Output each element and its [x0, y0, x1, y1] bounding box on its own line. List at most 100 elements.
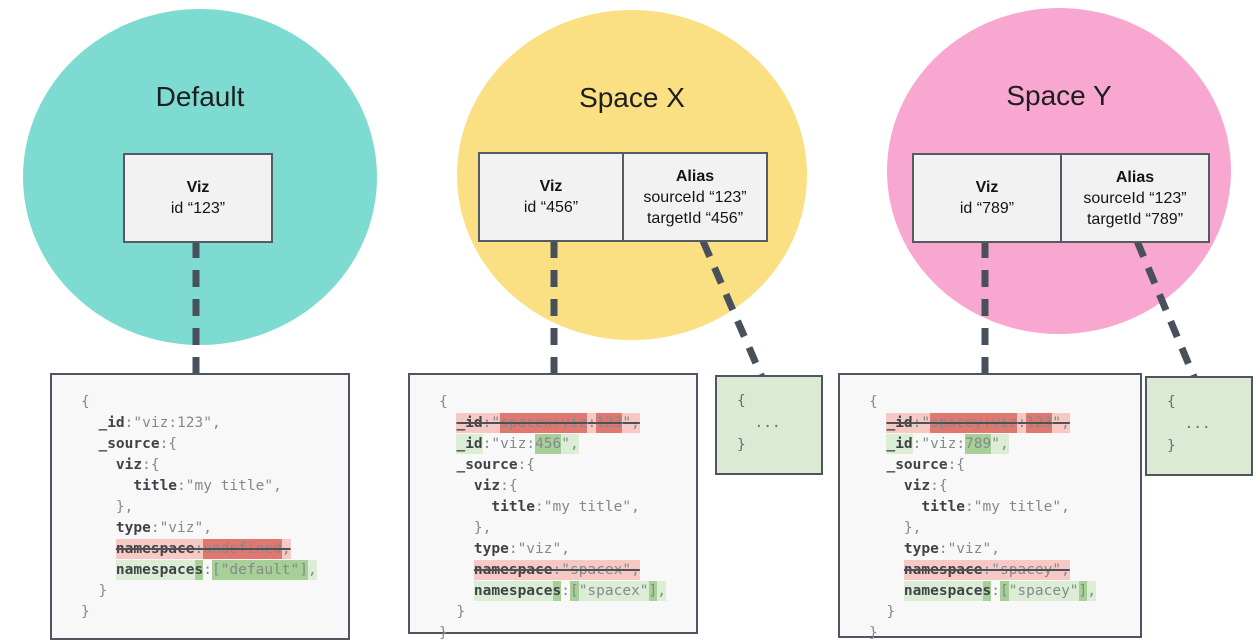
code-segment: [81, 541, 116, 557]
code-segment: :": [482, 413, 501, 433]
code-line: viz:{: [869, 476, 1140, 497]
code-segment: "viz",: [947, 541, 1000, 557]
code-segment: :: [194, 539, 204, 559]
code-line: _id:"viz:789",: [869, 434, 1140, 455]
ellipsis-line: ...: [737, 415, 781, 431]
connector-alias-space-y: [1133, 239, 1201, 386]
code-segment: [81, 520, 116, 536]
ellipsis-box-space-x: { ...}: [715, 375, 823, 475]
code-segment: s: [552, 581, 562, 601]
code-segment: viz: [115, 457, 143, 473]
code-segment: viz: [903, 478, 931, 494]
code-segment: _id: [456, 434, 483, 454]
code-line: {: [439, 392, 696, 413]
code-segment: ,: [1087, 581, 1097, 601]
entity-group-space-x: Viz id “456” Alias sourceId “123” target…: [478, 152, 768, 242]
entity-group-default: Viz id “123”: [123, 153, 273, 243]
code-line: namespace:undefined,: [81, 539, 348, 560]
code-segment: :": [912, 413, 931, 433]
code-segment: [869, 541, 904, 557]
code-segment: [869, 478, 904, 494]
code-segment: ]: [648, 581, 658, 601]
code-segment: {: [439, 394, 448, 410]
code-segment: :: [508, 541, 518, 557]
code-line: _source:{: [81, 434, 348, 455]
code-segment: "spacex": [578, 581, 649, 601]
code-line: },: [81, 497, 348, 518]
code-segment: }: [439, 604, 466, 620]
viz-box-default: Viz id “123”: [125, 155, 271, 241]
code-segment: title: [491, 499, 536, 515]
code-segment: "viz",: [159, 520, 212, 536]
code-segment: namespace: [903, 581, 983, 601]
code-segment: "my title",: [185, 478, 282, 494]
circle-title-space-x: Space X: [579, 82, 685, 113]
code-segment: [869, 415, 886, 431]
code-line: namespaces:["default"],: [81, 560, 348, 581]
code-segment: [869, 436, 886, 452]
code-line: },: [869, 518, 1140, 539]
code-line: }: [439, 623, 696, 642]
code-segment: {: [81, 394, 90, 410]
code-segment: :: [1017, 413, 1027, 433]
code-segment: :: [938, 541, 948, 557]
alias-box-space-y: Alias sourceId “123” targetId “789”: [1060, 155, 1208, 241]
code-segment: [: [999, 581, 1009, 601]
code-block-space-y: { _id:"spacey:viz:123", _id:"viz:789", _…: [838, 373, 1142, 641]
code-segment: type: [903, 541, 939, 557]
code-segment: type: [115, 520, 151, 536]
code-segment: :"viz:: [482, 436, 536, 452]
alias-box-title: Alias: [1115, 168, 1155, 186]
code-segment: :: [124, 415, 134, 431]
alias-box-target-id: targetId “456”: [646, 209, 744, 227]
code-segment: :: [203, 562, 212, 578]
code-segment: [439, 436, 456, 452]
code-segment: namespace: [473, 560, 553, 580]
code-line: _id:"viz:123",: [81, 413, 348, 434]
code-segment: [81, 478, 133, 494]
code-line: },: [439, 518, 696, 539]
code-segment: _id: [886, 413, 913, 433]
code-line: title:"my title",: [869, 497, 1140, 518]
code-segment: :{: [142, 457, 160, 473]
code-segment: 789: [965, 434, 992, 454]
code-segment: :: [561, 583, 570, 599]
code-segment: _source: [886, 457, 948, 473]
alias-box-source-id: sourceId “123”: [1083, 189, 1187, 207]
code-line: _id:"viz:456",: [439, 434, 696, 455]
code-segment: }: [81, 583, 108, 599]
code-line: _id:"spacex:viz:123",: [439, 413, 696, 434]
code-line: }: [439, 602, 696, 623]
viz-box-title: Viz: [975, 179, 999, 196]
code-block-space-x: { _id:"spacex:viz:123", _id:"viz:456", _…: [408, 373, 698, 641]
code-segment: "my title",: [543, 499, 640, 515]
connector-alias-space-x: [699, 239, 768, 384]
code-segment: s: [194, 560, 204, 580]
alias-box-space-x: Alias sourceId “123” targetId “456”: [622, 154, 766, 240]
code-segment: :: [587, 413, 597, 433]
code-segment: :{: [517, 457, 536, 473]
code-segment: :: [535, 499, 544, 515]
code-line: viz:{: [439, 476, 696, 497]
code-segment: _source: [456, 457, 518, 473]
code-segment: _source: [98, 436, 160, 452]
code-segment: },: [439, 520, 492, 536]
code-segment: _id: [456, 413, 483, 433]
code-segment: viz: [473, 478, 501, 494]
viz-box-space-x: Viz id “456”: [480, 154, 622, 240]
code-segment: "viz",: [517, 541, 570, 557]
code-segment: :"spacey",: [982, 560, 1070, 580]
code-line: type:"viz",: [869, 539, 1140, 560]
code-segment: [869, 499, 921, 515]
code-segment: "spacey": [1008, 581, 1079, 601]
code-segment: }: [81, 604, 90, 620]
code-segment: :{: [500, 478, 518, 494]
ellipsis-line: {: [1167, 394, 1176, 410]
code-segment: [439, 562, 474, 578]
code-segment: ,: [308, 560, 317, 580]
code-line: _id:"spacey:viz:123",: [869, 413, 1140, 434]
viz-box-id: id “456”: [523, 199, 579, 216]
code-line: }: [81, 602, 348, 623]
code-block-default: { _id:"viz:123", _source:{ viz:{ title:"…: [50, 373, 350, 640]
